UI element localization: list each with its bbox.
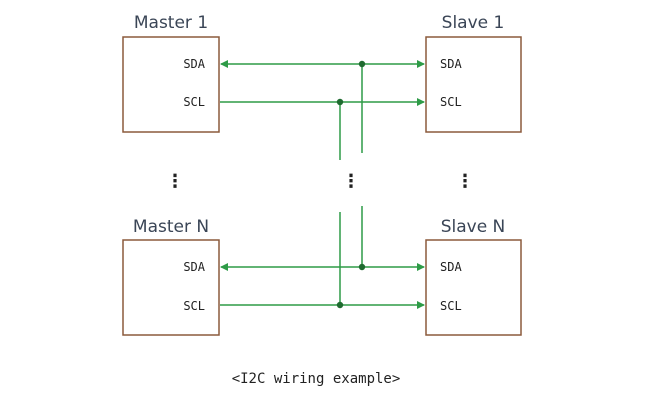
master-1-sda-label: SDA bbox=[183, 57, 205, 71]
junction-dot bbox=[358, 263, 366, 271]
junction-dot bbox=[336, 98, 344, 106]
slave-1-scl-label: SCL bbox=[440, 95, 462, 109]
junction-dot bbox=[358, 60, 366, 68]
slave-n-scl-label: SCL bbox=[440, 299, 462, 313]
slave-1-sda-label: SDA bbox=[440, 57, 462, 71]
master-1-title: Master 1 bbox=[134, 13, 208, 33]
ellipsis-slaves: ⋮ bbox=[456, 171, 474, 192]
ellipsis-bus: ⋮ bbox=[342, 171, 360, 192]
slave-n-title: Slave N bbox=[441, 217, 506, 237]
diagram-caption: <I2C wiring example> bbox=[232, 371, 401, 387]
slave-n-box bbox=[425, 239, 522, 336]
master-1-scl-label: SCL bbox=[183, 95, 205, 109]
master-n-box bbox=[122, 239, 220, 336]
master-n-title: Master N bbox=[133, 217, 209, 237]
ellipsis-masters: ⋮ bbox=[166, 171, 184, 192]
slave-1-box bbox=[425, 36, 522, 133]
slave-n-sda-label: SDA bbox=[440, 260, 462, 274]
master-1-box bbox=[122, 36, 220, 133]
master-n-scl-label: SCL bbox=[183, 299, 205, 313]
slave-1-title: Slave 1 bbox=[442, 13, 505, 33]
junction-dot bbox=[336, 301, 344, 309]
master-n-sda-label: SDA bbox=[183, 260, 205, 274]
